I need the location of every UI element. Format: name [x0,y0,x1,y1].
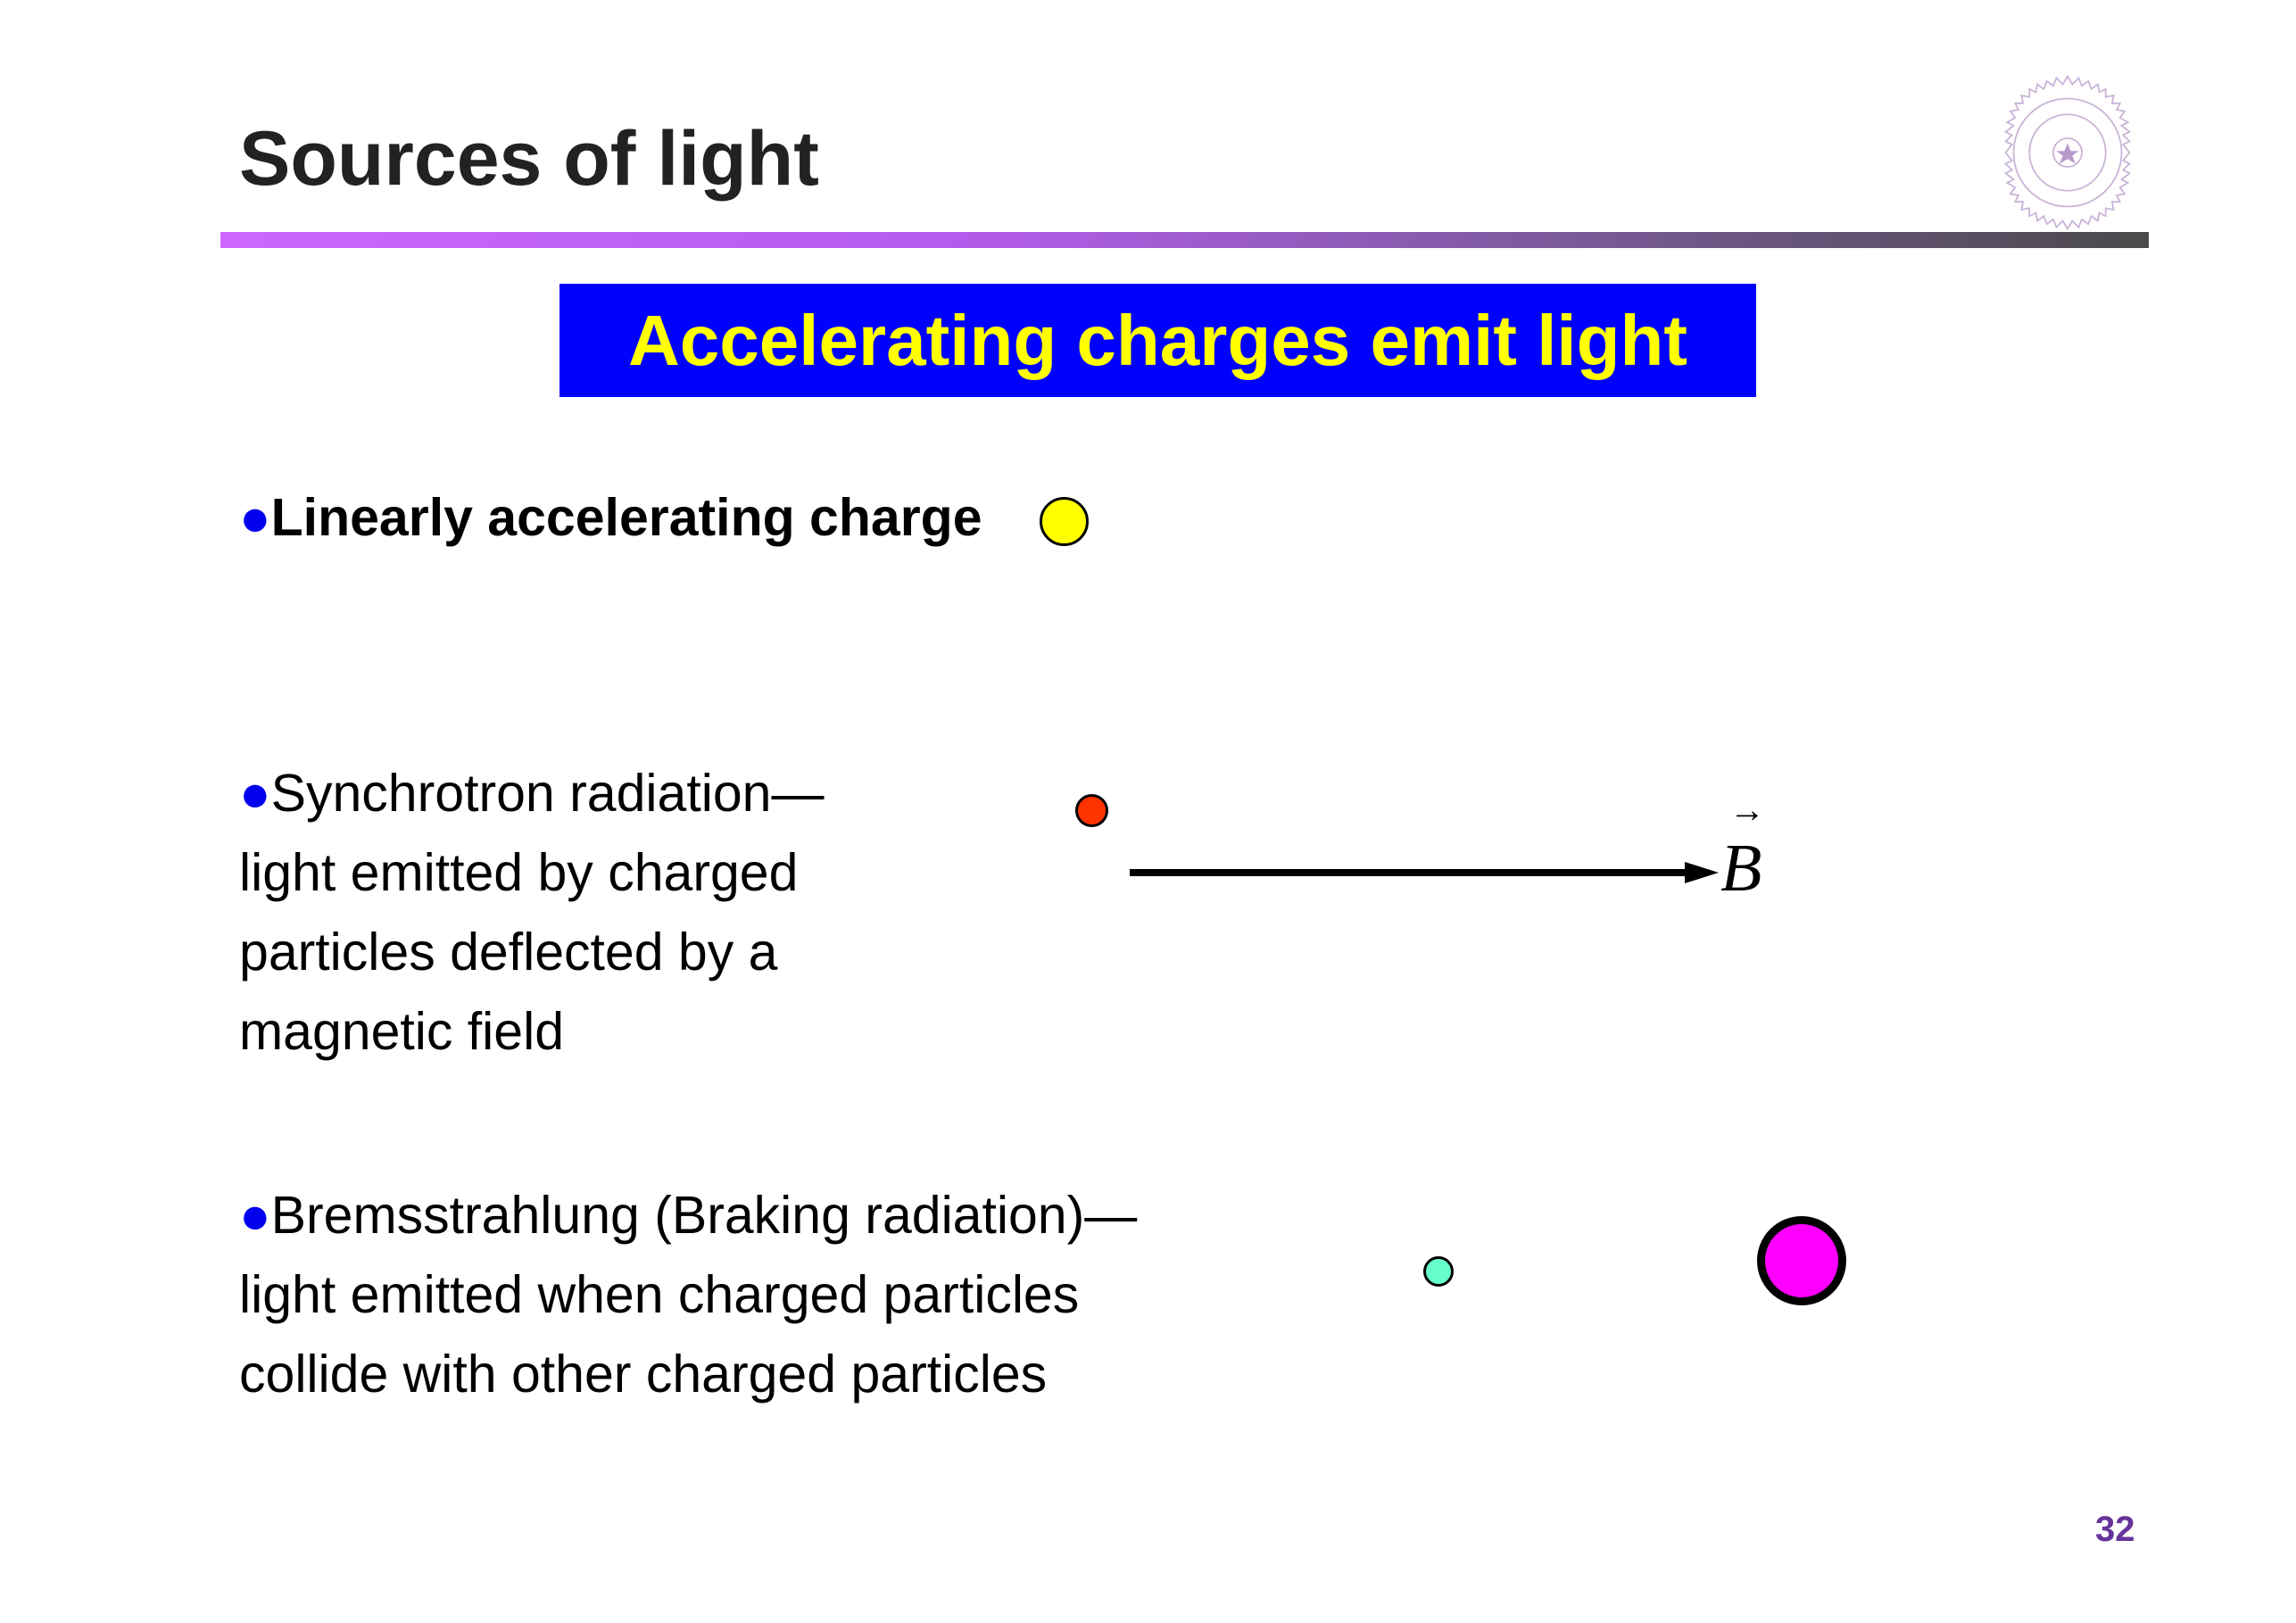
title-divider [220,232,2149,248]
bullet-icon: ● [239,1186,271,1245]
bullet-text: Synchrotron radiation— [270,764,825,823]
charge-linear-circle [1040,497,1089,546]
slide-title: Sources of light [239,116,819,202]
bullet-text: Linearly accelerating charge [270,488,982,547]
vector-arrow-icon: → [1729,790,1765,830]
bullet-text: collide with other charged particles [239,1345,1048,1404]
bullet-linear-acceleration: ●Linearly accelerating charge [239,478,982,558]
page-number: 32 [2095,1510,2135,1549]
magnetic-field-label: → B [1720,790,1765,907]
charge-synchrotron-circle [1075,794,1108,827]
bullet-bremsstrahlung: ●Bremsstrahlung (Braking radiation)— lig… [239,1176,1137,1414]
university-seal-logo [2003,74,2132,231]
charge-brems-large-circle [1757,1216,1846,1305]
bullet-text: magnetic field [239,1002,565,1061]
banner-heading: Accelerating charges emit light [559,284,1756,397]
field-symbol: B [1720,831,1762,906]
magnetic-field-arrow [1130,862,1719,883]
bullet-text: light emitted when charged particles [239,1265,1080,1324]
charge-brems-small-circle [1423,1256,1454,1287]
bullet-text: particles deflected by a [239,923,778,981]
bullet-icon: ● [239,764,271,823]
bullet-synchrotron: ●Synchrotron radiation— light emitted by… [239,754,824,1072]
bullet-text: Bremsstrahlung (Braking radiation)— [270,1186,1138,1245]
bullet-icon: ● [239,488,271,547]
bullet-text: light emitted by charged [239,843,799,902]
